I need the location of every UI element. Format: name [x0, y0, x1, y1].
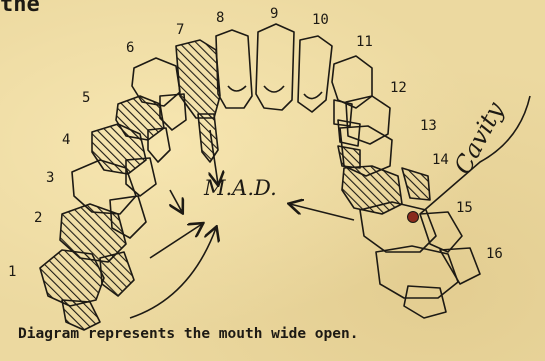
caption: Diagram represents the mouth wide open.: [18, 326, 538, 342]
tooth-number-6: 6: [126, 40, 134, 56]
tooth-number-16: 16: [486, 246, 503, 262]
tooth-11: [332, 56, 372, 126]
tooth-number-13: 13: [420, 118, 437, 134]
tooth-7: [176, 40, 220, 162]
tooth-1: [40, 250, 104, 330]
center-label: M.A.D.: [203, 176, 277, 200]
tooth-number-10: 10: [312, 12, 329, 28]
tooth-12: [338, 96, 390, 146]
arrow-from-tooth-1: [130, 228, 216, 318]
tooth-number-3: 3: [46, 170, 54, 186]
arrow-from-tooth-14: [290, 204, 354, 220]
cavity-label: Cavity: [449, 97, 510, 179]
tooth-number-7: 7: [176, 22, 184, 38]
tooth-number-9: 9: [270, 6, 278, 22]
tooth-10: [298, 36, 332, 112]
tooth-number-4: 4: [62, 132, 70, 148]
arrow-from-tooth-3: [170, 190, 182, 212]
cavity-dot: [408, 212, 419, 223]
arrow-from-tooth-2: [150, 224, 202, 258]
tooth-8: [216, 30, 252, 108]
tooth-number-12: 12: [390, 80, 407, 96]
tooth-14: [342, 166, 430, 214]
tooth-number-2: 2: [34, 210, 42, 226]
tooth-16: [376, 246, 480, 318]
tooth-9: [256, 24, 294, 110]
tooth-number-5: 5: [82, 90, 90, 106]
tooth-number-14: 14: [432, 152, 449, 168]
tooth-number-8: 8: [216, 10, 224, 26]
tooth-number-15: 15: [456, 200, 473, 216]
tooth-number-11: 11: [356, 34, 373, 50]
tooth-number-1: 1: [8, 264, 16, 280]
